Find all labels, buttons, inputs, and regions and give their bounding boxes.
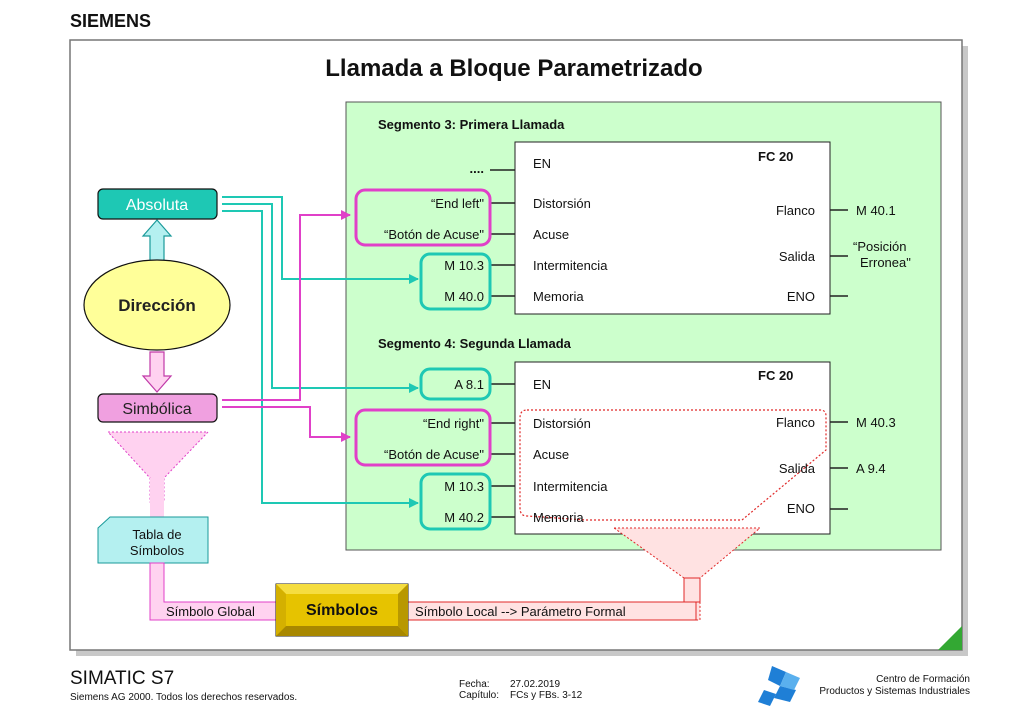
seg3-output-salida-line2: Erronea" (860, 255, 911, 270)
simbolica-label: Simbólica (122, 401, 191, 418)
fecha-label: Fecha: (459, 679, 490, 690)
absoluta-label: Absoluta (126, 197, 188, 214)
seg4-pin-flanco: Flanco (776, 415, 815, 430)
tabla-line2: Símbolos (130, 543, 185, 558)
simbolos-bevel-bottom (276, 626, 408, 636)
seg3-absolute-highlight (419, 252, 492, 311)
capitulo-value: FCs y FBs. 3-12 (510, 690, 583, 701)
seg4-input-en: A 8.1 (454, 377, 484, 392)
seg4-output-flanco: M 40.3 (856, 415, 896, 430)
seg3-pin-salida: Salida (779, 249, 816, 264)
symbol-funnel-stem (150, 478, 164, 518)
seg3-pin-en: EN (533, 156, 551, 171)
seg4-symbolic-highlight (354, 408, 492, 467)
seg4-pin-memoria: Memoria (533, 510, 584, 525)
center-line2: Productos y Sistemas Industriales (819, 686, 970, 697)
simbolica-box (97, 393, 218, 423)
seg4-pin-acuse: Acuse (533, 447, 569, 462)
seg3-pin-distorsion: Distorsión (533, 196, 591, 211)
absolute-connectors (222, 196, 419, 508)
absoluta-box (97, 188, 218, 220)
seg3-pin-intermitencia: Intermitencia (533, 258, 608, 273)
seg3-input-memoria: M 40.0 (444, 289, 484, 304)
capitulo-label: Capítulo: (459, 690, 499, 701)
seg3-output-salida-line1: “Posición (853, 239, 906, 254)
seg3-input-stubs (490, 169, 848, 297)
seg3-input-distorsion: “End left" (431, 196, 484, 211)
copyright: Siemens AG 2000. Todos los derechos rese… (70, 692, 297, 703)
seg3-symbolic-highlight (354, 188, 492, 247)
seg3-fc-label: FC 20 (758, 149, 793, 164)
symbolic-connectors (222, 210, 351, 442)
seg4-pin-en: EN (533, 377, 551, 392)
local-symbol-stem (683, 577, 701, 603)
seg4-en-highlight (419, 367, 492, 401)
seg3-pin-eno: ENO (787, 289, 815, 304)
center-line1: Centro de Formación (876, 674, 970, 685)
simbolos-bevel-left (276, 584, 286, 636)
seg3-input-intermitencia: M 10.3 (444, 258, 484, 273)
seg4-pin-intermitencia: Intermitencia (533, 479, 608, 494)
seg3-pin-memoria: Memoria (533, 289, 584, 304)
seg3-output-flanco: M 40.1 (856, 203, 896, 218)
seg3-pin-acuse: Acuse (533, 227, 569, 242)
seg4-fc-label: FC 20 (758, 368, 793, 383)
fecha-value: 27.02.2019 (510, 679, 560, 690)
seg4-input-memoria: M 40.2 (444, 510, 484, 525)
seg4-pin-salida: Salida (779, 461, 816, 476)
seg4-fc-block (514, 361, 831, 535)
direccion-label: Dirección (118, 296, 195, 315)
local-parameter-outline (519, 409, 827, 521)
seg4-title: Segmento 4: Segunda Llamada (378, 336, 572, 351)
seg3-fc-block (514, 141, 831, 315)
seg4-output-salida: A 9.4 (856, 461, 886, 476)
global-symbol-label: Símbolo Global (166, 604, 255, 619)
local-symbol-label: Símbolo Local --> Parámetro Formal (415, 604, 626, 619)
product-name: SIMATIC S7 (70, 668, 174, 689)
siemens-logo: SIEMENS (70, 11, 151, 31)
simbolos-label: Símbolos (306, 602, 378, 619)
seg4-input-stubs (490, 383, 848, 518)
direccion-ellipse (83, 259, 231, 351)
simbolos-bevel-top (276, 584, 408, 594)
seg3-input-acuse: “Botón de Acuse" (384, 227, 484, 242)
tabla-line1: Tabla de (132, 527, 181, 542)
slide-title: Llamada a Bloque Parametrizado (325, 55, 702, 82)
training-center-logo-icon (758, 666, 800, 706)
seg4-input-distorsion: “End right" (423, 416, 484, 431)
seg4-input-intermitencia: M 10.3 (444, 479, 484, 494)
seg3-input-en: .... (470, 161, 484, 176)
simbolos-bevel-right (398, 584, 408, 636)
slide-corner-fold (938, 626, 962, 650)
seg4-input-acuse: “Botón de Acuse" (384, 447, 484, 462)
seg4-pin-eno: ENO (787, 501, 815, 516)
seg3-title: Segmento 3: Primera Llamada (378, 117, 565, 132)
seg3-pin-flanco: Flanco (776, 203, 815, 218)
seg4-pin-distorsion: Distorsión (533, 416, 591, 431)
seg4-absolute-highlight (419, 472, 492, 531)
down-arrow-icon (141, 351, 173, 393)
